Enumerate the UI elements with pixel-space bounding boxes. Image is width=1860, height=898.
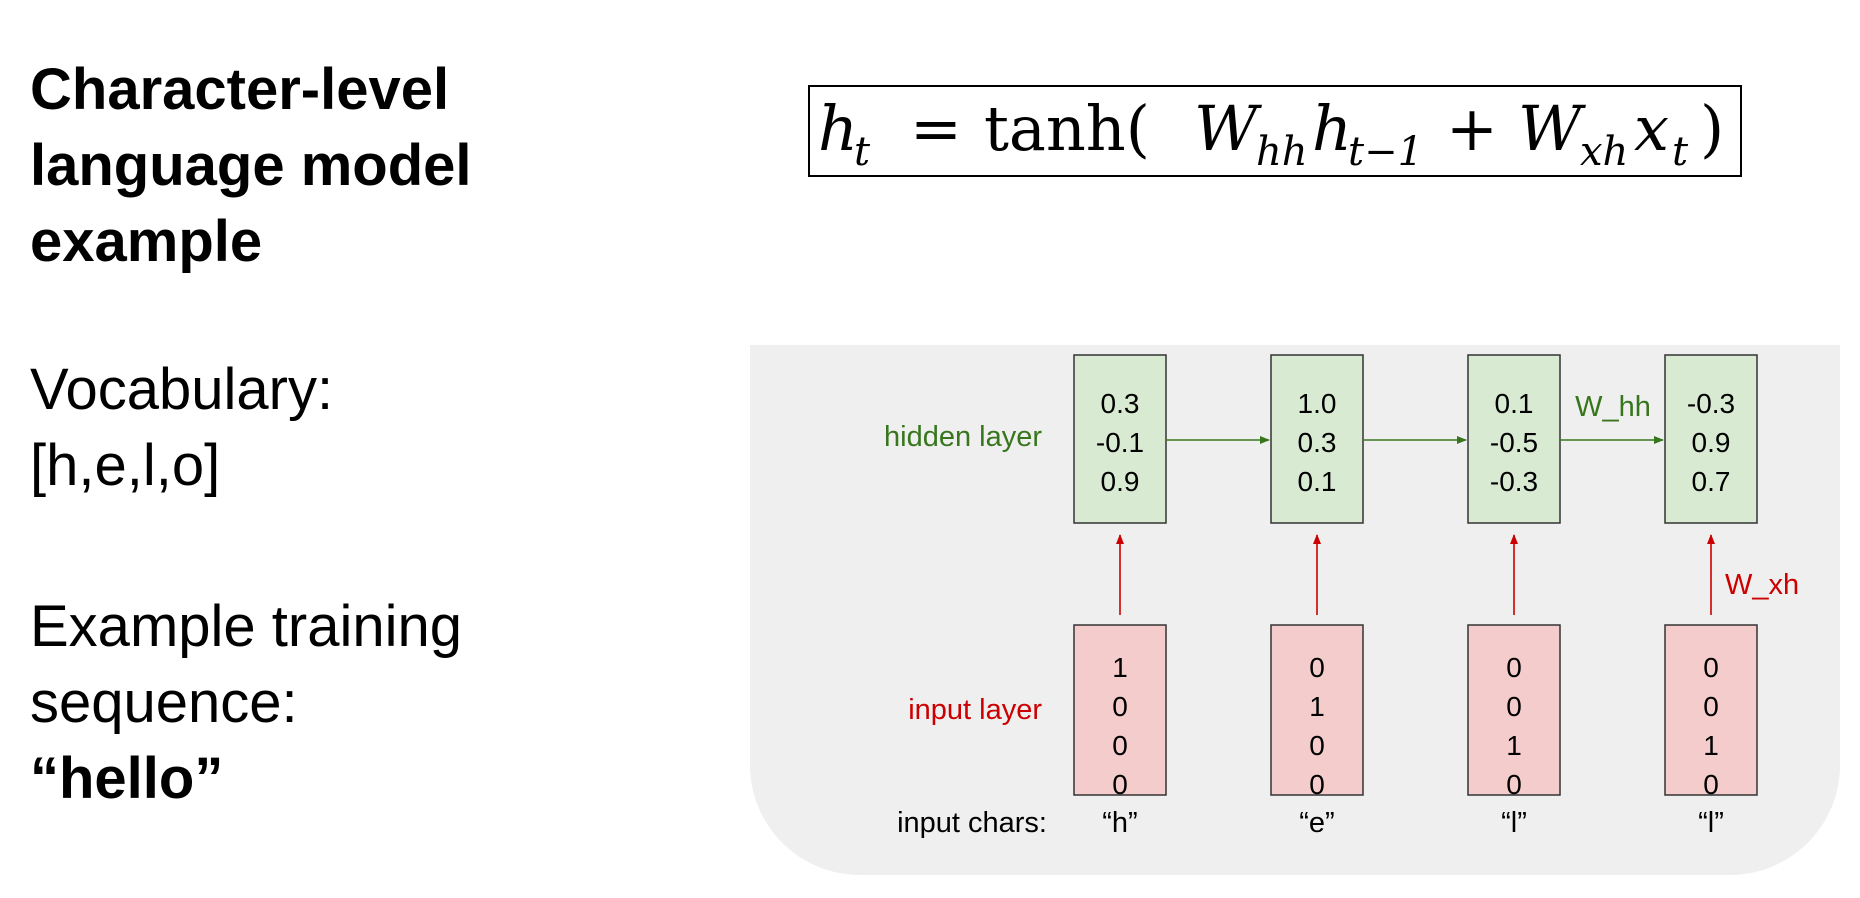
- hidden-state-box: [1664, 354, 1758, 524]
- input-value: 0: [1703, 652, 1719, 683]
- vocabulary-text: Vocabulary: [h,e,l,o]: [30, 352, 333, 504]
- input-value: 0: [1506, 691, 1522, 722]
- formula-w-hh: W: [1194, 92, 1262, 165]
- example-line: Example training: [30, 594, 462, 659]
- input-char: “l”: [1501, 807, 1527, 839]
- left-text-column: Character-level language model example V…: [30, 52, 590, 811]
- hidden-state-box: [1073, 354, 1167, 524]
- hidden-state-box: [1270, 354, 1364, 524]
- input-value: 1: [1506, 730, 1522, 761]
- input-value: 1: [1112, 652, 1128, 683]
- input-value: 0: [1703, 691, 1719, 722]
- w-hh-label: W_hh: [1575, 391, 1651, 423]
- input-vector-box: [1270, 624, 1364, 796]
- formula-xh-sub: xh: [1580, 129, 1628, 175]
- formula-h: h: [818, 92, 858, 165]
- hidden-value: -0.3: [1687, 388, 1735, 419]
- hidden-value: 0.9: [1692, 427, 1731, 458]
- formula-hh-sub: hh: [1256, 129, 1308, 175]
- hidden-value: 0.7: [1692, 466, 1731, 497]
- input-vector-box: [1664, 624, 1758, 796]
- vocab-line: [h,e,l,o]: [30, 433, 221, 498]
- input-vector-box: [1073, 624, 1167, 796]
- title-line: example: [30, 209, 263, 274]
- rnn-formula-box: h t = tanh( W hh h t−1 + W xh x t ): [808, 85, 1742, 177]
- hidden-value: 1.0: [1298, 388, 1337, 419]
- formula-w-xh: W: [1518, 92, 1586, 165]
- formula-t-sub-2: t: [1672, 129, 1689, 175]
- title-line: language model: [30, 133, 472, 198]
- formula-tanh: tanh(: [984, 92, 1150, 165]
- formula-tm1-sub: t−1: [1348, 129, 1423, 175]
- hidden-state-box: [1467, 354, 1561, 524]
- hidden-layer-label: hidden layer: [884, 421, 1042, 453]
- input-value: 0: [1506, 769, 1522, 800]
- formula-x: x: [1634, 92, 1669, 165]
- input-value: 1: [1703, 730, 1719, 761]
- w-xh-label: W_xh: [1725, 569, 1799, 601]
- slide-title: Character-level language model example: [30, 52, 590, 280]
- rnn-diagram: hidden layer input layer input chars: 0.3 -0…: [884, 354, 1799, 839]
- input-vector-box: [1467, 624, 1561, 796]
- input-value: 0: [1112, 691, 1128, 722]
- vocab-line: Vocabulary:: [30, 357, 334, 422]
- input-char: “e”: [1299, 807, 1334, 839]
- formula-close-paren: ): [1700, 92, 1724, 165]
- hidden-value: -0.3: [1490, 466, 1538, 497]
- input-chars-label: input chars:: [897, 807, 1047, 839]
- rnn-formula: h t = tanh( W hh h t−1 + W xh x t ): [818, 92, 1724, 175]
- input-value: 0: [1703, 769, 1719, 800]
- example-word: “hello”: [30, 746, 224, 811]
- hidden-value: -0.5: [1490, 427, 1538, 458]
- hidden-value: 0.1: [1495, 388, 1534, 419]
- hidden-value: -0.1: [1096, 427, 1144, 458]
- input-value: 0: [1309, 769, 1325, 800]
- formula-plus: +: [1446, 92, 1498, 165]
- input-value: 0: [1506, 652, 1522, 683]
- formula-equals: =: [910, 92, 962, 165]
- hidden-value: 0.9: [1101, 466, 1140, 497]
- example-line: sequence:: [30, 670, 298, 735]
- input-value: 0: [1309, 652, 1325, 683]
- input-value: 0: [1112, 730, 1128, 761]
- input-value: 1: [1309, 691, 1325, 722]
- hidden-value: 0.3: [1101, 388, 1140, 419]
- hidden-value: 0.1: [1298, 466, 1337, 497]
- example-sequence-text: Example training sequence: “hello”: [30, 589, 462, 817]
- title-line: Character-level: [30, 57, 450, 122]
- rnn-diagram-panel: hidden layer input layer input chars: 0.3 -0…: [750, 345, 1840, 875]
- input-value: 0: [1309, 730, 1325, 761]
- input-char: “h”: [1102, 807, 1137, 839]
- input-char: “l”: [1698, 807, 1724, 839]
- formula-h-prev: h: [1312, 92, 1352, 165]
- input-value: 0: [1112, 769, 1128, 800]
- input-layer-label: input layer: [908, 694, 1042, 726]
- formula-t-sub: t: [854, 129, 871, 175]
- hidden-value: 0.3: [1298, 427, 1337, 458]
